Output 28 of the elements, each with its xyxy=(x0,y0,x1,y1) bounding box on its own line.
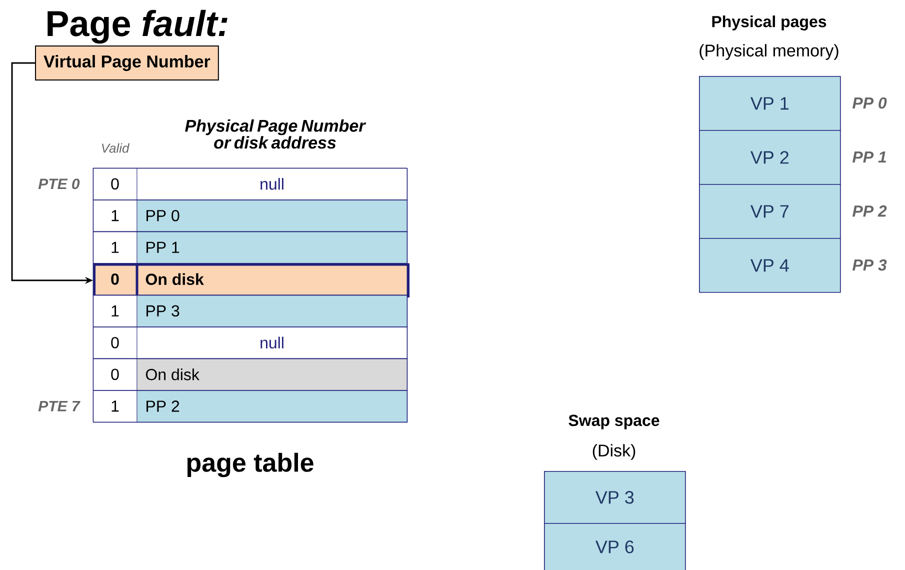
page-frame-label: PP 2 xyxy=(852,205,887,217)
row-label: PTE 7 xyxy=(38,400,80,412)
page-frame-label: PP 0 xyxy=(852,97,887,109)
column-header: Physical Page Number or disk address xyxy=(185,119,366,149)
disk-page: VP 3 xyxy=(544,471,686,524)
page-frame-label: PP 1 xyxy=(852,152,886,162)
number-box: Virtual Page Number xyxy=(35,46,219,80)
subheading: (Physical memory) xyxy=(700,44,838,60)
heading: Swap space xyxy=(568,414,660,430)
disk-page: VP 6 xyxy=(544,523,686,570)
table-row: 1 PP 0 xyxy=(92,200,408,232)
table-row: 0 null xyxy=(92,326,408,360)
page-frame-label: PP 3 xyxy=(852,259,887,271)
row-label: PTE 0 xyxy=(38,178,80,190)
heading: Physical pages xyxy=(712,16,826,30)
column-header: Valid xyxy=(102,143,130,153)
title: Page fault: xyxy=(48,10,228,44)
table-row: 1 PP 3 xyxy=(92,294,408,328)
memory-page: VP 1 xyxy=(699,76,841,131)
table-caption: page table xyxy=(187,452,314,478)
table-row: 0 On disk xyxy=(92,358,408,391)
table-row: 0 null xyxy=(92,168,408,200)
table-row: 1 PP 1 xyxy=(92,231,408,264)
memory-page: VP 4 xyxy=(699,238,841,293)
table-row: 0 On disk xyxy=(92,263,410,298)
memory-page: VP 2 xyxy=(699,130,841,185)
memory-page: VP 7 xyxy=(699,184,841,239)
table-row: 1 PP 2 xyxy=(92,390,408,423)
